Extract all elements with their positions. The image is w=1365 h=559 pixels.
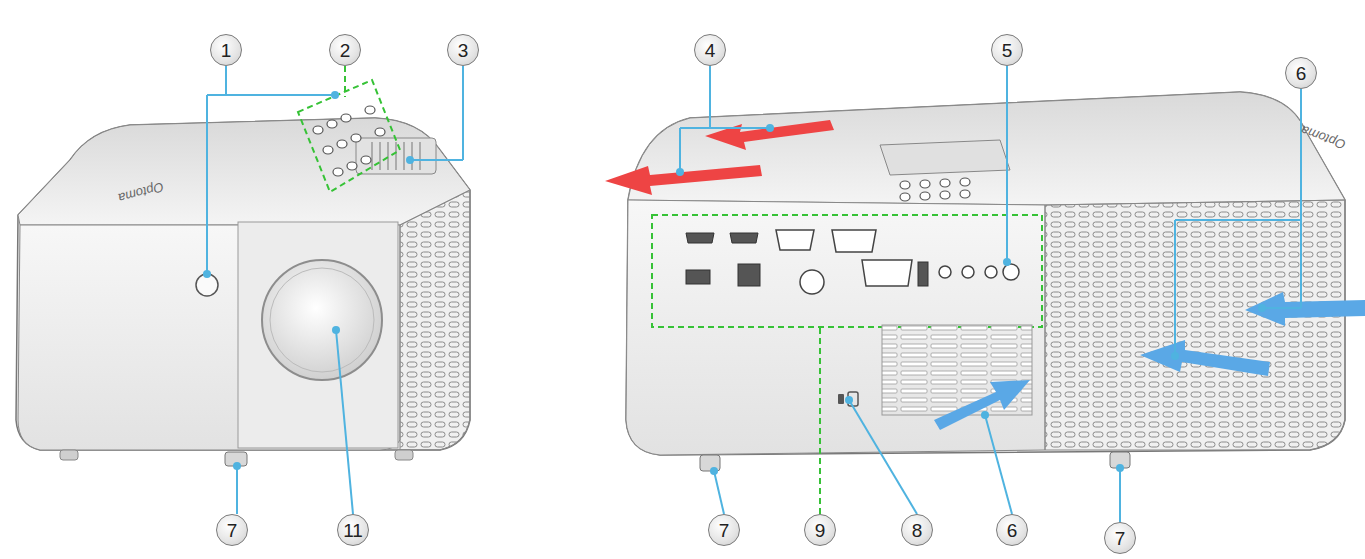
callout-circle: 1 [210, 34, 242, 66]
callout-circle: 5 [991, 34, 1023, 66]
callout-number: 8 [912, 521, 923, 540]
callout-number: 7 [719, 521, 730, 540]
callout-number: 7 [227, 521, 238, 540]
callout-number: 4 [705, 41, 716, 60]
callout-number: 1 [221, 41, 232, 60]
callout-circle: 11 [337, 514, 369, 546]
callout-number: 2 [340, 41, 351, 60]
callout-number: 7 [1115, 529, 1126, 548]
callout-circle: 7 [708, 514, 740, 546]
callout-circle: 8 [901, 514, 933, 546]
front-projector [16, 66, 470, 514]
callout-circle: 6 [996, 514, 1028, 546]
callout-circle: 4 [694, 34, 726, 66]
callout-circle: 7 [1104, 522, 1136, 554]
callout-circle: 3 [447, 34, 479, 66]
callout-circle: 7 [216, 514, 248, 546]
callout-number: 6 [1007, 521, 1018, 540]
callout-circle: 2 [329, 34, 361, 66]
callout-circle: 9 [804, 514, 836, 546]
callout-number: 11 [343, 521, 363, 540]
callout-number: 5 [1002, 41, 1013, 60]
callout-number: 9 [815, 521, 826, 540]
callout-circle: 6 [1285, 57, 1317, 89]
rear-projector [605, 66, 1365, 522]
callout-number: 3 [458, 41, 469, 60]
callout-number: 6 [1296, 64, 1307, 83]
